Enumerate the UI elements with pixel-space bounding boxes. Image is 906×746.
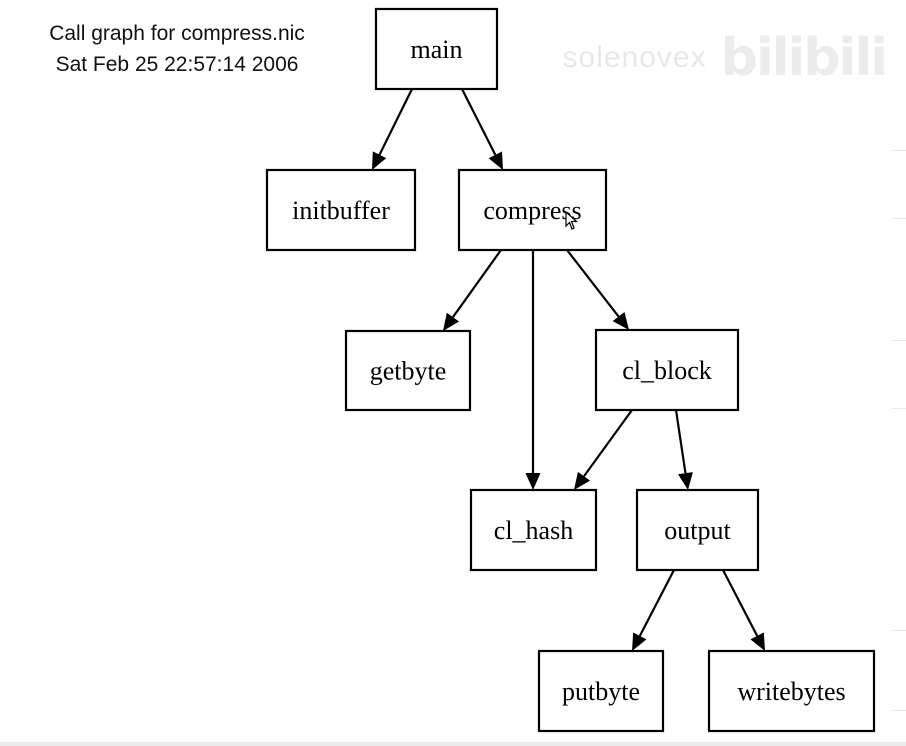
node-box (635, 488, 760, 572)
node-label: putbyte (562, 677, 640, 706)
edge-main-to-compress (461, 88, 503, 170)
node-output: output (635, 488, 760, 572)
graph-timestamp: Sat Feb 25 22:57:14 2006 (55, 53, 299, 76)
node-box (344, 329, 472, 412)
node-label: main (411, 35, 463, 64)
edge-cl_block-to-output (674, 409, 693, 490)
arrowhead-icon (525, 473, 541, 490)
node-compress: compress (457, 168, 608, 252)
edge-main-to-initbuffer (372, 88, 413, 170)
arrowhead-icon (488, 151, 503, 170)
edge-compress-to-getbyte (443, 249, 502, 331)
edge-output-to-writebytes (722, 569, 765, 651)
node-label: writebytes (737, 677, 845, 706)
node-box (707, 649, 876, 733)
node-main: main (374, 7, 499, 91)
node-label: initbuffer (292, 196, 390, 225)
graph-caption: Call graph for compress.nic Sat Feb 25 2… (12, 18, 342, 80)
node-label: output (664, 516, 731, 545)
arrowhead-icon (574, 471, 591, 490)
node-box (374, 7, 499, 91)
node-initbuffer: initbuffer (265, 168, 417, 252)
arrowhead-icon (632, 632, 647, 651)
mouse-cursor-icon (565, 211, 579, 230)
arrowhead-icon (678, 472, 693, 490)
right-edge-markers (892, 150, 906, 740)
node-box (469, 488, 598, 572)
node-putbyte: putbyte (537, 649, 665, 733)
node-label: getbyte (370, 357, 447, 386)
node-getbyte: getbyte (344, 329, 472, 412)
node-box (594, 328, 740, 412)
node-label: cl_block (622, 356, 712, 385)
arrowhead-icon (750, 632, 765, 651)
node-cl_block: cl_block (594, 328, 740, 412)
bottom-rule (0, 742, 906, 746)
edge-output-to-putbyte (632, 569, 675, 651)
edge-compress-to-cl_block (566, 249, 629, 330)
node-box (265, 168, 417, 252)
graph-title: Call graph for compress.nic (49, 22, 305, 45)
arrowhead-icon (372, 151, 387, 170)
edge-cl_block-to-cl_hash (574, 409, 633, 490)
node-label: cl_hash (494, 516, 573, 545)
edge-compress-to-cl_hash (525, 250, 541, 490)
arrowhead-icon (612, 311, 629, 330)
node-writebytes: writebytes (707, 649, 876, 733)
node-label: compress (483, 196, 581, 225)
arrowhead-icon (443, 312, 459, 331)
node-cl_hash: cl_hash (469, 488, 598, 572)
node-box (537, 649, 665, 733)
node-box (457, 168, 608, 252)
